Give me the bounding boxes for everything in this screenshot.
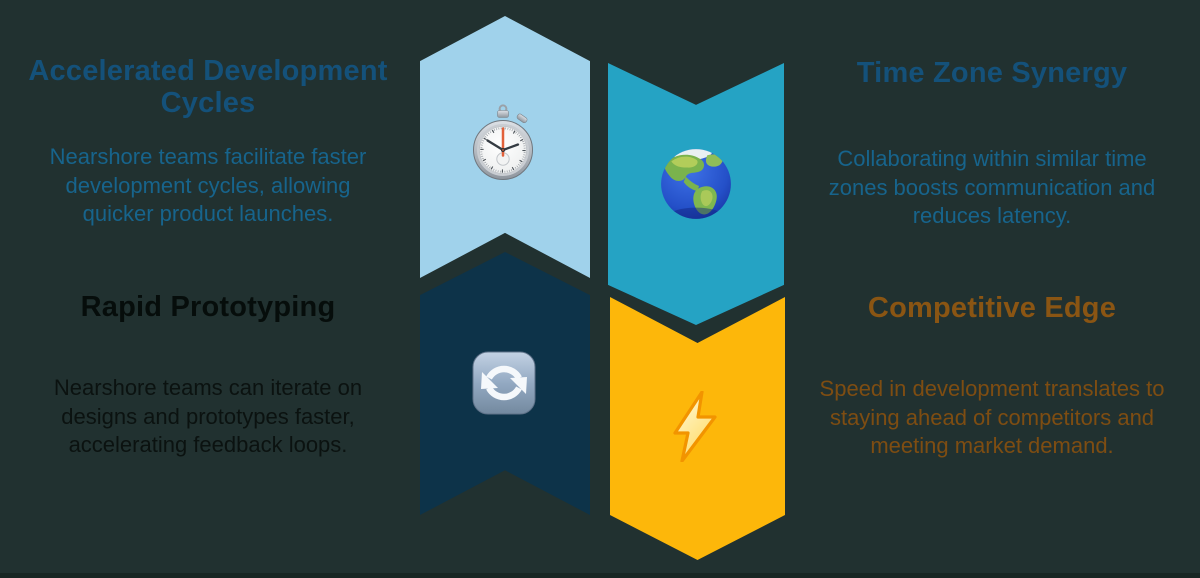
panel-title-accelerated-development-cycles: Accelerated Development Cycles <box>28 55 388 119</box>
panel-body-competitive-edge: Speed in development translates to stayi… <box>819 376 1165 458</box>
globe-americas-icon <box>661 149 731 219</box>
panel-body-rapid-prototyping: Nearshore teams can iterate on designs a… <box>53 375 363 457</box>
stopwatch-icon <box>473 104 533 180</box>
panel-body-accelerated-development-cycles: Nearshore teams facilitate faster develo… <box>49 144 367 226</box>
bottom-edge-strip <box>0 573 1200 578</box>
panel-title-competitive-edge: Competitive Edge <box>867 292 1117 324</box>
refresh-arrows-icon <box>472 351 536 415</box>
panel-body-time-zone-synergy: Collaborating within similar time zones … <box>828 146 1156 228</box>
panel-title-time-zone-synergy: Time Zone Synergy <box>856 57 1128 89</box>
panel-title-rapid-prototyping: Rapid Prototyping <box>80 291 336 323</box>
lightning-bolt-icon <box>673 391 717 462</box>
